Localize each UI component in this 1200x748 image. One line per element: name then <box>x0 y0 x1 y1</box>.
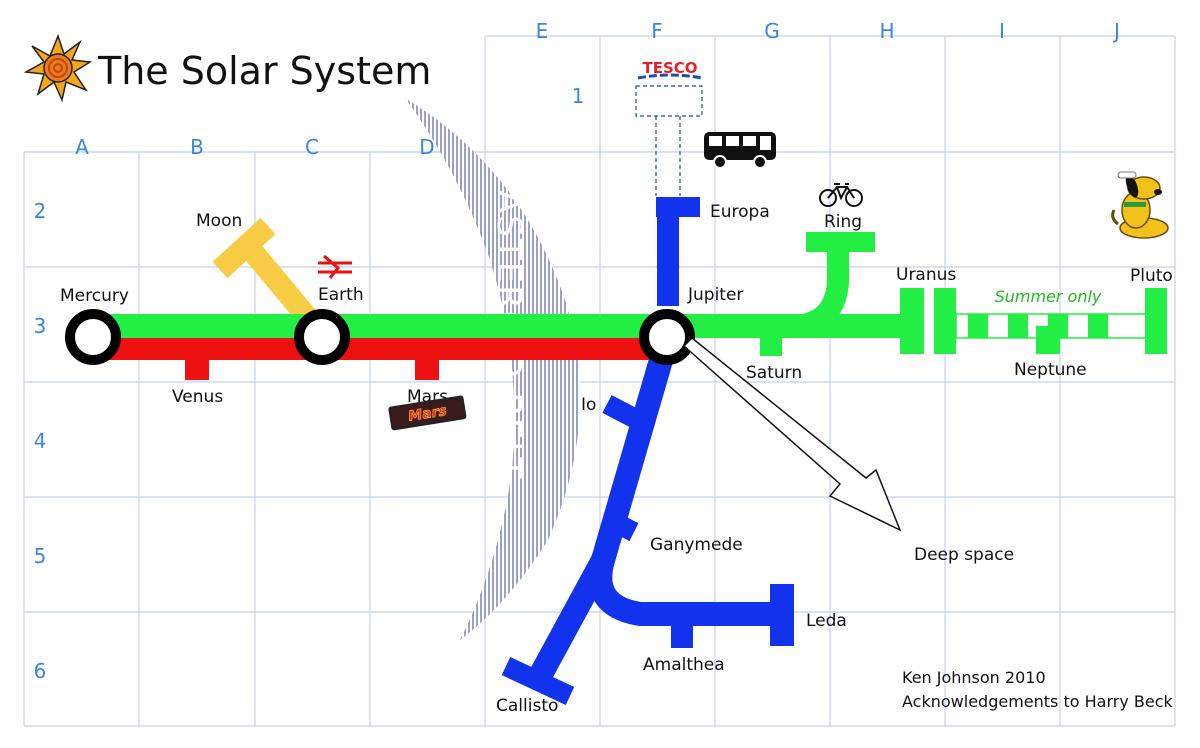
page-title: The Solar System <box>97 49 431 93</box>
station-mercury[interactable]: Mercury <box>60 286 129 306</box>
col-label: J <box>1112 19 1120 43</box>
pluto-dog-icon <box>1111 171 1169 239</box>
mars-bar-icon: Mars <box>388 395 467 431</box>
col-label: C <box>305 135 319 159</box>
station-ring[interactable]: Ring <box>824 212 862 232</box>
station-moon[interactable]: Moon <box>196 211 242 231</box>
col-label: G <box>764 19 780 43</box>
station-venus[interactable]: Venus <box>172 387 223 407</box>
railway-icon <box>318 254 352 279</box>
row-label: 1 <box>572 84 585 108</box>
station-amalthea[interactable]: Amalthea <box>643 655 725 675</box>
jupiter-interchange[interactable] <box>639 309 695 365</box>
col-label: E <box>536 19 549 43</box>
col-label: H <box>879 19 894 43</box>
blue-line <box>501 197 794 706</box>
green-line <box>95 232 924 356</box>
col-label: I <box>999 19 1005 43</box>
col-label: F <box>651 19 663 43</box>
red-line <box>95 336 667 380</box>
interchanges <box>65 309 695 365</box>
row-label: 2 <box>34 199 47 223</box>
svg-text:Mars: Mars <box>407 403 448 425</box>
station-labels: Mercury Venus Earth Moon Mars Jupiter Eu… <box>60 202 1173 716</box>
station-earth[interactable]: Earth <box>318 285 364 305</box>
station-neptune[interactable]: Neptune <box>1014 360 1087 380</box>
deep-space-arrow <box>682 336 902 532</box>
tesco-logo: TESCO <box>637 59 703 80</box>
station-io[interactable]: Io <box>581 395 596 415</box>
col-label: B <box>190 135 204 159</box>
station-callisto[interactable]: Callisto <box>496 696 558 716</box>
col-label: A <box>75 135 89 159</box>
station-saturn[interactable]: Saturn <box>746 363 802 383</box>
mercury-interchange[interactable] <box>65 309 121 365</box>
grid <box>23 35 1176 727</box>
bus-icon <box>704 132 776 169</box>
station-deep-space[interactable]: Deep space <box>914 545 1014 565</box>
summer-only-label: Summer only <box>995 287 1102 306</box>
credit-author: Ken Johnson 2010 <box>902 668 1046 687</box>
bicycle-icon <box>819 183 863 207</box>
asteroid-belt <box>405 98 581 640</box>
row-label: 6 <box>34 659 47 683</box>
station-pluto[interactable]: Pluto <box>1130 266 1173 286</box>
credit-acknowledgement: Acknowledgements to Harry Beck <box>902 692 1173 711</box>
sun-icon <box>23 33 93 103</box>
station-jupiter[interactable]: Jupiter <box>687 285 743 305</box>
station-europa[interactable]: Europa <box>710 202 770 222</box>
col-label: D <box>419 135 434 159</box>
row-label: 4 <box>34 429 47 453</box>
station-leda[interactable]: Leda <box>806 611 847 631</box>
earth-interchange[interactable] <box>294 309 350 365</box>
station-uranus[interactable]: Uranus <box>896 265 956 285</box>
station-ganymede[interactable]: Ganymede <box>650 535 743 555</box>
grid-labels: A B C D E F G H I J 1 2 3 4 5 6 <box>34 19 1120 683</box>
tesco-connector <box>635 85 703 196</box>
row-label: 5 <box>34 544 47 568</box>
svg-text:TESCO: TESCO <box>642 59 697 77</box>
row-label: 3 <box>34 314 47 338</box>
summer-only-section <box>934 288 1167 354</box>
